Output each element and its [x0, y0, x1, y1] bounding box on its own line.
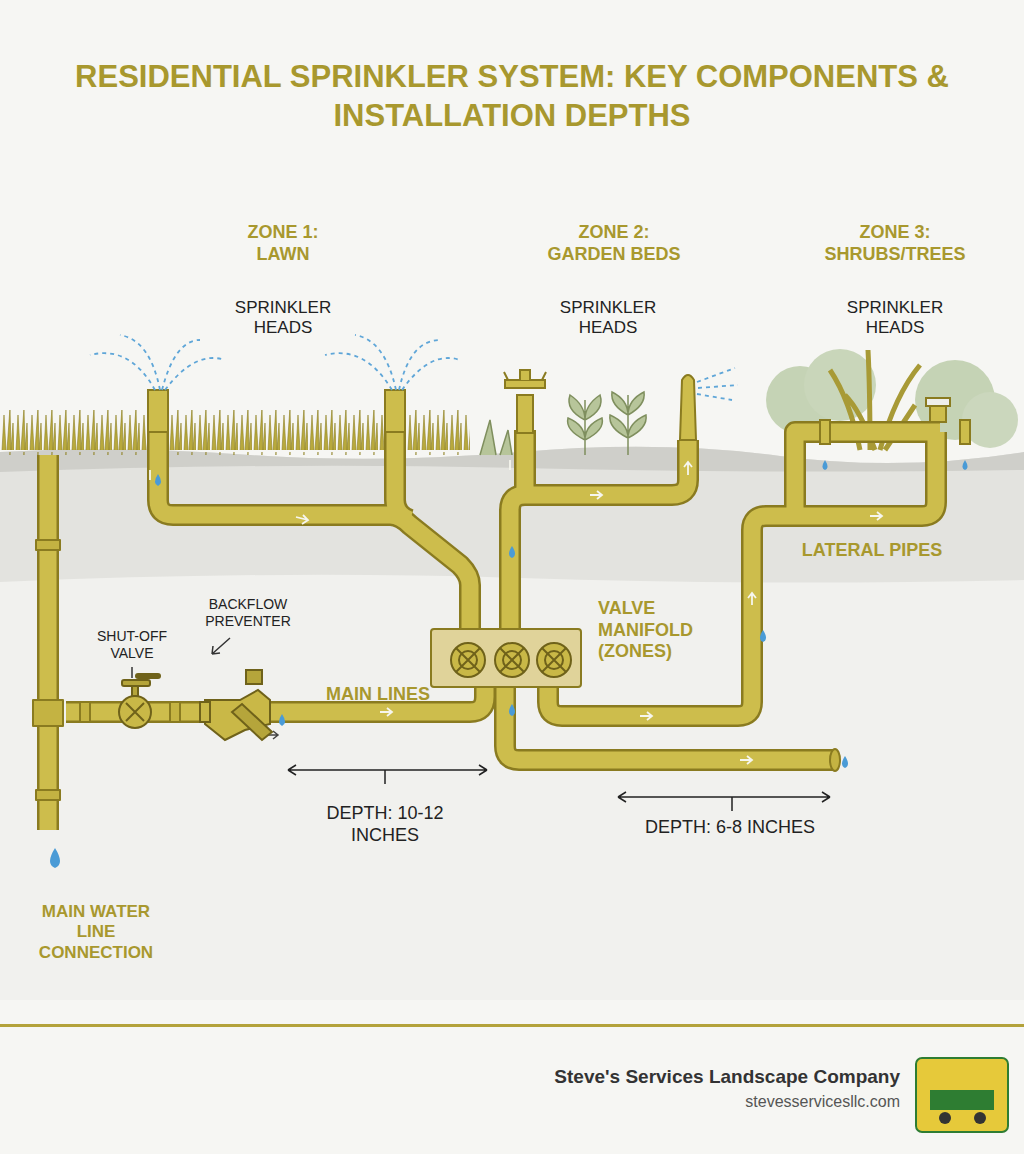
zone-label: ZONE 2: GARDEN BEDS [539, 222, 689, 265]
part-label: BACKFLOW PREVENTER [188, 596, 308, 630]
zone-label: ZONE 3: SHRUBS/TREES [813, 222, 978, 265]
diagram-title: RESIDENTIAL SPRINKLER SYSTEM: KEY COMPON… [62, 58, 962, 136]
dimension-label: DEPTH: 10-12 INCHES [305, 803, 465, 846]
part-label: MAIN WATER LINE CONNECTION [21, 902, 171, 963]
company-name: Steve's Services Landscape Company [420, 1066, 900, 1089]
flow-arrows [150, 460, 882, 764]
backflow-preventer [200, 670, 272, 740]
zone-label: ZONE 1: LAWN [228, 222, 338, 265]
footer-rule [0, 1024, 1024, 1027]
part-label: SPRINKLER HEADS [218, 298, 348, 339]
water-spray [90, 335, 738, 400]
company-url: stevesservicesllc.com [600, 1092, 900, 1111]
pipe-network [33, 425, 940, 830]
part-label: SPRINKLER HEADS [543, 298, 673, 339]
valve-manifold: VALVE MANIFOLD (ZONES) [430, 628, 582, 688]
drip-emitters [820, 398, 970, 444]
part-label: MAIN LINES [303, 684, 453, 706]
node-label: VALVE MANIFOLD (ZONES) [598, 598, 748, 663]
part-label: SHUT-OFF VALVE [87, 628, 177, 662]
valve-symbols [432, 630, 580, 686]
dimension-label: DEPTH: 6-8 INCHES [620, 817, 840, 839]
part-label: LATERAL PIPES [792, 540, 952, 562]
garden-sprinkler-heads [504, 370, 696, 440]
water-drops [50, 460, 968, 868]
garden-plants [480, 392, 646, 455]
lawn-sprinkler-heads [148, 390, 405, 432]
part-label: SPRINKLER HEADS [830, 298, 960, 339]
company-logo [916, 1058, 1008, 1132]
shut-off-valve [119, 676, 158, 728]
